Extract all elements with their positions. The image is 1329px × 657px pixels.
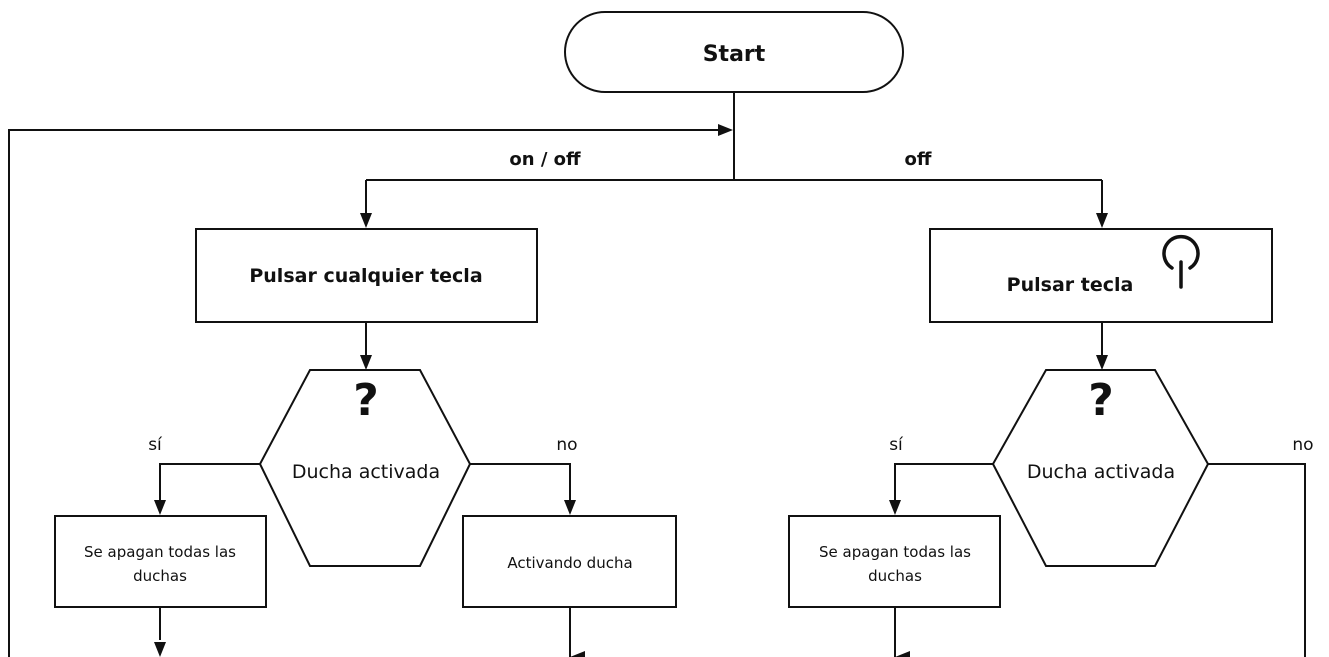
start-label: Start bbox=[703, 42, 766, 67]
result-box-left-yes bbox=[54, 515, 267, 608]
connector-left-no bbox=[470, 463, 571, 500]
power-icon bbox=[1162, 234, 1200, 289]
result-box-left-no bbox=[462, 515, 677, 608]
arrowhead-left-yes-out bbox=[154, 642, 166, 657]
connectors bbox=[8, 92, 1306, 657]
arrowhead-right-yes-out bbox=[895, 651, 910, 657]
arrowhead-right-yes bbox=[889, 500, 901, 515]
branch-label-on-off: on / off bbox=[509, 149, 581, 170]
arrowheads bbox=[154, 124, 1108, 657]
decision-left-question-mark: ? bbox=[353, 375, 379, 426]
decision-left-label: Ducha activada bbox=[292, 461, 440, 483]
decision-hexagon-right bbox=[991, 369, 1210, 567]
connector-loop-back bbox=[8, 129, 720, 657]
arrowhead-left-yes bbox=[154, 500, 166, 515]
decision-right-label: Ducha activada bbox=[1027, 461, 1175, 483]
right-yes-label: sí bbox=[889, 435, 904, 455]
right-no-label: no bbox=[1292, 435, 1313, 455]
result-right-yes-line1: Se apagan todas las bbox=[819, 543, 971, 561]
arrowhead-loop-back bbox=[718, 124, 733, 136]
decision-hexagon-left bbox=[258, 369, 472, 567]
left-no-label: no bbox=[556, 435, 577, 455]
result-box-right-yes bbox=[788, 515, 1001, 608]
arrowhead-right-action bbox=[1096, 213, 1108, 228]
connector-left-yes bbox=[159, 463, 260, 500]
decision-right-question-mark: ? bbox=[1088, 375, 1114, 426]
branch-label-off: off bbox=[905, 149, 932, 170]
action-box-right bbox=[929, 228, 1273, 323]
result-left-no-label: Activando ducha bbox=[507, 554, 632, 572]
action-box-left bbox=[195, 228, 538, 323]
result-right-yes-line2: duchas bbox=[868, 567, 922, 585]
result-left-yes-line1: Se apagan todas las bbox=[84, 543, 236, 561]
connector-right-no bbox=[1208, 463, 1306, 657]
result-left-yes-line2: duchas bbox=[133, 567, 187, 585]
arrowhead-left-no bbox=[564, 500, 576, 515]
left-yes-label: sí bbox=[148, 435, 163, 455]
arrowhead-left-no-out bbox=[570, 651, 585, 657]
action-right-label: Pulsar tecla bbox=[1007, 274, 1134, 296]
arrowhead-right-hex bbox=[1096, 355, 1108, 370]
action-left-label: Pulsar cualquier tecla bbox=[249, 265, 482, 287]
start-node bbox=[564, 11, 904, 93]
arrowhead-left-hex bbox=[360, 355, 372, 370]
arrowhead-left-action bbox=[360, 213, 372, 228]
connector-right-yes bbox=[894, 463, 993, 500]
